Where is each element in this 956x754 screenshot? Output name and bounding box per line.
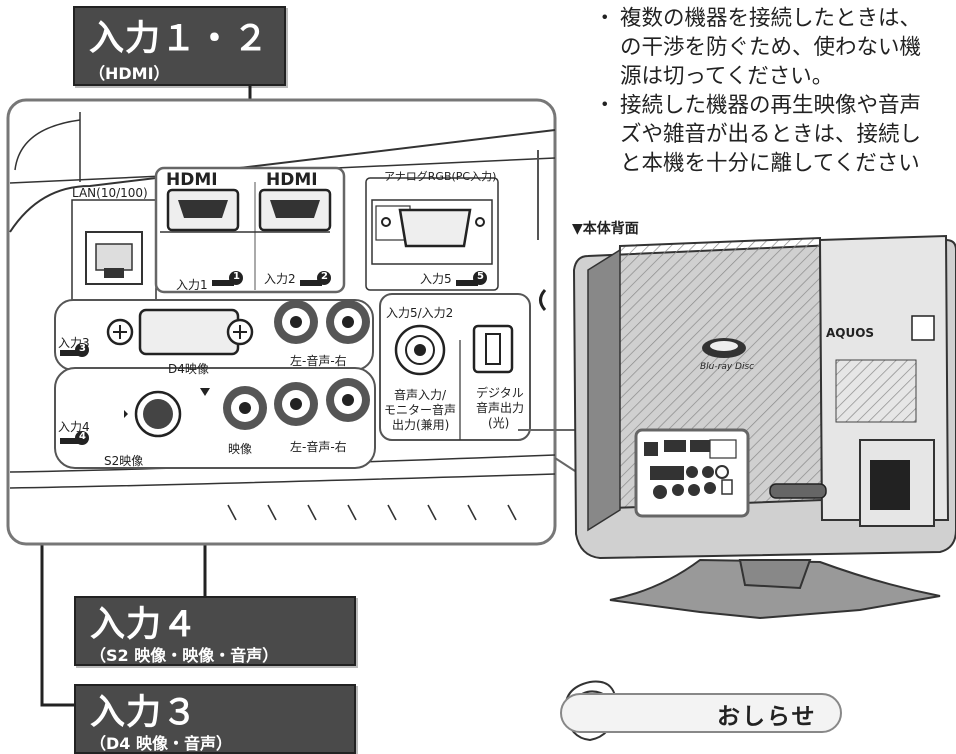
d4-label: D4映像 <box>168 362 209 376</box>
note-line: 源は切ってください。 <box>620 64 834 89</box>
callout-input4-title: 入力４ <box>90 605 199 645</box>
hdmi-logo-2: HDMI <box>266 170 318 190</box>
hdmi-logo-1: HDMI <box>166 170 218 190</box>
audio-io-label-2: モニター音声 <box>384 403 457 417</box>
note-line: と本機を十分に離してください <box>620 151 920 176</box>
input5-label: 入力5 <box>420 272 452 286</box>
disc-logo: Blu-ray Disc <box>700 362 755 372</box>
audio-lr-label-3: 左-音声-右 <box>290 354 347 368</box>
callout-input4: 入力４ （S2 映像・映像・音声） <box>74 596 356 666</box>
audio-io-label-3: 出力(兼用) <box>392 418 450 432</box>
callout-hdmi-sub: （HDMI） <box>89 64 170 83</box>
s2-label: S2映像 <box>104 454 144 468</box>
digital-label-2: 音声出力 <box>476 401 525 415</box>
input4-label: 入力4 <box>58 420 90 434</box>
tv-brand: AQUOS <box>826 326 875 340</box>
input2-number: 2 <box>321 271 328 282</box>
notice-pill <box>560 693 842 733</box>
callout-hdmi-title: 入力１・２ <box>89 19 270 59</box>
note-line: 接続した機器の再生映像や音声 <box>620 93 922 118</box>
input3-number: 3 <box>79 343 86 354</box>
callout-input3-sub: （D4 映像・音声） <box>90 734 232 753</box>
callout-input4-sub: （S2 映像・映像・音声） <box>90 646 279 665</box>
input5-number: 5 <box>477 271 484 282</box>
input4-number: 4 <box>79 431 86 442</box>
note-line: 複数の機器を接続したときは、 <box>620 6 922 31</box>
input2-label: 入力2 <box>264 272 296 286</box>
digital-label-1: デジタル <box>476 386 524 400</box>
callout-input3: 入力３ （D4 映像・音声） <box>74 684 356 754</box>
note-line: の干渉を防ぐため、使わない機 <box>620 35 922 60</box>
input3-label: 入力3 <box>58 336 90 350</box>
notice-title: おしらせ <box>717 704 817 730</box>
digital-label-3: (光) <box>488 416 510 430</box>
note-line: ズや雑音が出るときは、接続し <box>620 122 922 147</box>
input1-number: 1 <box>233 271 240 282</box>
callout-input3-title: 入力３ <box>90 693 199 733</box>
callout-hdmi: 入力１・２ （HDMI） <box>73 6 286 86</box>
analog-rgb-label: アナログRGB(PC入力) <box>384 170 497 183</box>
rear-view-caption: ▼本体背面 <box>572 221 639 237</box>
input5-2-label: 入力5/入力2 <box>386 306 454 320</box>
input1-label: 入力1 <box>176 278 208 292</box>
audio-lr-label-4: 左-音声-右 <box>290 440 347 454</box>
audio-io-label-1: 音声入力/ <box>394 388 447 402</box>
notes-list: 複数の機器を接続したときは、 の干渉を防ぐため、使わない機 源は切ってください。… <box>594 4 956 178</box>
notice-heading: おしらせ <box>552 690 852 740</box>
lan-label: LAN(10/100) <box>72 186 148 200</box>
video-label: 映像 <box>228 442 253 456</box>
note-item: 複数の機器を接続したときは、 の干渉を防ぐため、使わない機 源は切ってください。 <box>594 4 956 91</box>
note-item: 接続した機器の再生映像や音声 ズや雑音が出るときは、接続し と本機を十分に離して… <box>594 91 956 178</box>
